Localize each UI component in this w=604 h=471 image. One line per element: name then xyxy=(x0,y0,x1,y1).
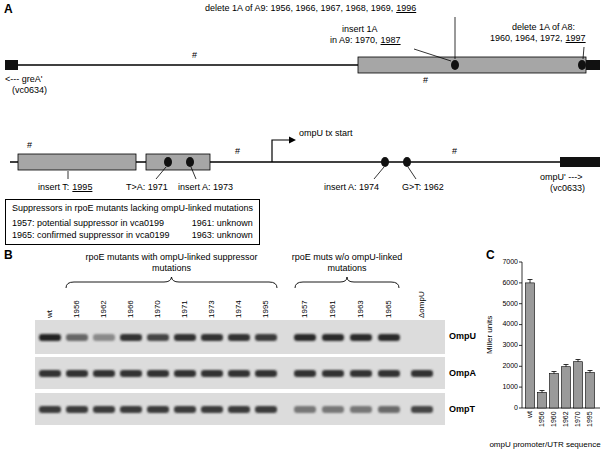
site-marker: # xyxy=(452,146,457,157)
category-label: 1995 xyxy=(586,411,594,427)
strain-number: 1995 xyxy=(72,182,92,193)
strain-number: 1996 xyxy=(396,3,416,14)
lane-label: 1957 xyxy=(300,300,310,318)
mutation-label: insert 1A xyxy=(342,24,378,35)
axis-tick: 2000 xyxy=(502,362,518,370)
band-label: OmpT xyxy=(449,404,475,415)
mutation-label: in A9: 1970, xyxy=(330,35,378,46)
box-entry: 1957: potential suppressor in vca0199 xyxy=(12,218,170,229)
axis-tick: 4000 xyxy=(502,320,518,328)
axis-tick: 3000 xyxy=(502,341,518,349)
lane-label: 1966 xyxy=(126,300,136,318)
axis-tick: 6000 xyxy=(502,279,518,287)
mutation-label: insert A: 1973 xyxy=(178,182,233,193)
note-box: Suppressors in rpoE mutants lacking ompU… xyxy=(5,199,260,245)
axis-tick: 0 xyxy=(514,404,518,412)
site-marker: # xyxy=(423,75,428,86)
site-marker: # xyxy=(235,146,240,157)
band-label: OmpA xyxy=(449,368,476,379)
category-label: 1956 xyxy=(538,411,546,427)
group-header: rpoE mutants with ompU-linked suppressor… xyxy=(82,252,262,274)
category-label: 1970 xyxy=(574,411,582,427)
axis-tick: 1000 xyxy=(502,383,518,391)
box-entry: 1963: unknown xyxy=(192,230,253,241)
axis-tick: 7000 xyxy=(502,258,518,266)
mutation-label: G>T: 1962 xyxy=(402,182,444,193)
axis-title: Miller units xyxy=(485,316,495,354)
gene-map-bottom xyxy=(10,137,600,180)
band-label: OmpU xyxy=(449,331,476,342)
mutation-label: insert A: 1974 xyxy=(324,182,379,193)
lane-brackets xyxy=(66,277,399,288)
lane-label: 1971 xyxy=(180,300,190,318)
panel-letter: C xyxy=(486,248,495,262)
western-blot xyxy=(35,320,445,425)
lane-label: 1970 xyxy=(153,300,163,318)
gene-map-top xyxy=(5,17,600,73)
box-entry: 1965: confirmed suppressor in vca0199 xyxy=(12,230,170,241)
lane-label: 1995 xyxy=(261,300,271,318)
gene-label: (vc0634) xyxy=(12,85,47,96)
gene-label: ompU' ---> xyxy=(540,172,582,183)
gene-label: (vc0633) xyxy=(550,183,585,194)
bar-chart xyxy=(519,262,600,408)
strain-number: 1987 xyxy=(381,35,401,46)
category-label: 1960 xyxy=(550,411,558,427)
mutation-label: 1960, 1964, 1972, xyxy=(490,33,563,44)
strain-number: 1997 xyxy=(566,33,586,44)
lane-label: 1962 xyxy=(99,300,109,318)
mutation-label: insert T: xyxy=(38,182,69,193)
site-marker: # xyxy=(192,50,197,61)
mutation-label: delete 1A of A9: 1956, 1966, 1967, 1968,… xyxy=(205,3,393,14)
lane-label: 1973 xyxy=(207,300,217,318)
promoter-label: ompU tx start xyxy=(299,128,353,139)
box-heading: Suppressors in rpoE mutants lacking ompU… xyxy=(12,203,253,214)
panel-letter: A xyxy=(4,2,13,16)
panel-letter: B xyxy=(4,248,13,262)
lane-label: 1956 xyxy=(72,300,82,318)
category-label: 1962 xyxy=(562,411,570,427)
lane-label: 1961 xyxy=(328,300,338,318)
axis-title: ompU promoter/UTR sequence xyxy=(489,440,600,450)
mutation-label: delete 1A of A8: xyxy=(512,22,575,33)
gene-label: <--- greA' xyxy=(5,74,42,85)
mutation-label: T>A: 1971 xyxy=(126,182,168,193)
box-entry: 1961: unknown xyxy=(192,218,253,229)
lane-label: 1974 xyxy=(234,300,244,318)
lane-label: wt xyxy=(45,310,55,318)
lane-label: ΔompU xyxy=(417,291,427,318)
category-label: wt xyxy=(526,411,534,418)
lane-label: 1963 xyxy=(356,300,366,318)
site-marker: # xyxy=(27,140,32,151)
axis-tick: 5000 xyxy=(502,300,518,308)
lane-label: 1965 xyxy=(384,300,394,318)
group-header: rpoE muts w/o ompU-linked mutations xyxy=(286,252,408,274)
